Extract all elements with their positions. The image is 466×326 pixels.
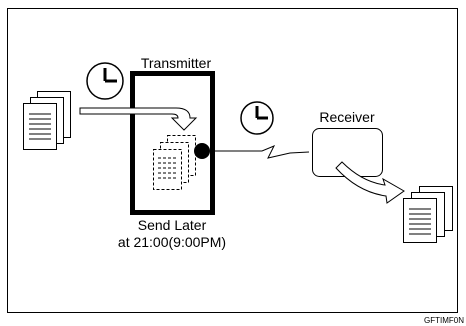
- clock-icon: [241, 102, 273, 134]
- transmitter-label: Transmitter: [141, 55, 212, 71]
- clock-icon: [87, 63, 123, 99]
- send-later-label: Send Later: [138, 217, 207, 233]
- receiver-label: Receiver: [319, 109, 375, 125]
- diagram-frame: [8, 9, 458, 313]
- send-later-time-label: at 21:00(9:00PM): [118, 234, 226, 250]
- figure-code: GFTIMF0N: [424, 316, 464, 325]
- output-node: [194, 143, 210, 159]
- source-document-icon: [24, 92, 71, 150]
